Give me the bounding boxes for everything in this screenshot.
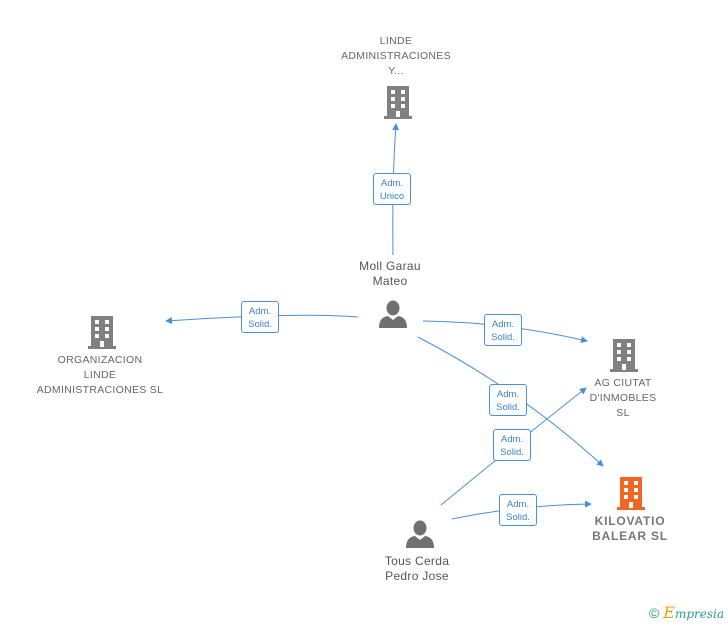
edge-moll-organizacion	[165, 314, 359, 325]
node-label-ag-ciutat[interactable]: AG CIUTAT D'INMOBLES SL	[589, 377, 657, 419]
edge-label-moll-ag-ciutat: Adm. Solid.	[484, 314, 522, 346]
edge-label-moll-organizacion: Adm. Solid.	[241, 301, 279, 333]
node-label-organizacion-linde[interactable]: ORGANIZACION LINDE ADMINISTRACIONES SL	[36, 354, 164, 396]
edge-label-tous-ag-ciutat: Adm. Solid.	[493, 429, 531, 461]
brand-logo[interactable]: Empresia	[663, 603, 724, 622]
copyright-notice: © Empresia	[649, 603, 724, 622]
person-icon[interactable]	[378, 299, 408, 329]
edge-label-moll-linde: Adm. Unico	[373, 173, 411, 205]
edge-label-moll-kilovatio: Adm. Solid.	[489, 384, 527, 416]
building-icon[interactable]	[616, 475, 646, 511]
node-label-linde-administraciones-y[interactable]: LINDE ADMINISTRACIONES Y...	[341, 35, 451, 77]
building-icon[interactable]	[383, 84, 413, 120]
edge-label-tous-kilovatio: Adm. Solid.	[499, 494, 537, 526]
node-label-moll-garau-mateo[interactable]: Moll Garau Mateo	[359, 259, 421, 288]
building-icon[interactable]	[609, 337, 639, 373]
person-icon[interactable]	[405, 519, 435, 549]
node-label-kilovatio-balear[interactable]: KILOVATIO BALEAR SL	[592, 514, 668, 543]
copyright-symbol: ©	[648, 604, 660, 621]
node-label-tous-cerda-pedro-jose[interactable]: Tous Cerda Pedro Jose	[384, 554, 450, 583]
building-icon[interactable]	[87, 314, 117, 350]
